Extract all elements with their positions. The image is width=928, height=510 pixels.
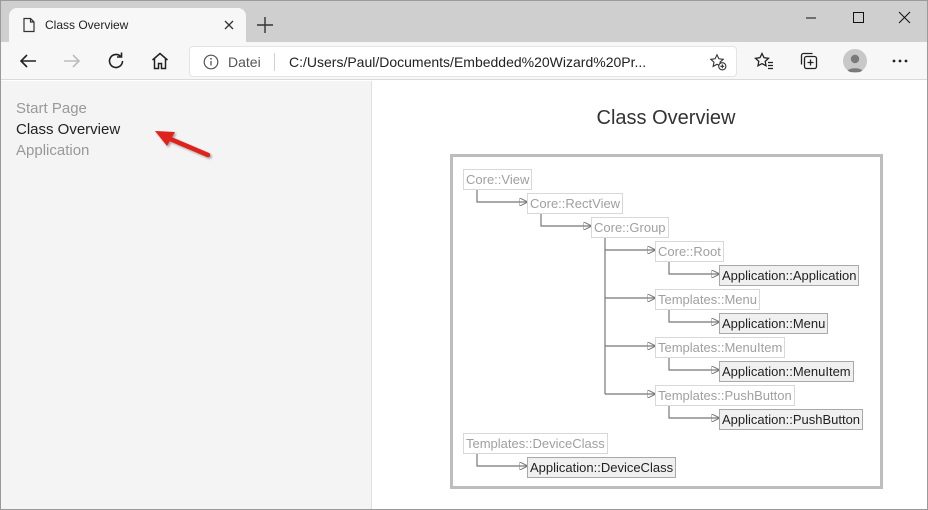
maximize-icon[interactable] xyxy=(835,5,881,31)
class-node-core-root[interactable]: Core::Root xyxy=(655,241,724,262)
class-diagram: Core::View Core::RectView Core::Group Co… xyxy=(450,154,883,489)
class-node-application-deviceclass[interactable]: Application::DeviceClass xyxy=(527,457,677,478)
address-url[interactable]: C:/Users/Paul/Documents/Embedded%20Wizar… xyxy=(289,54,647,70)
collections-icon[interactable] xyxy=(798,50,820,72)
address-divider xyxy=(274,53,275,71)
class-node-templates-menu[interactable]: Templates::Menu xyxy=(655,289,760,310)
nav-class-overview[interactable]: Class Overview xyxy=(16,121,121,138)
tab-bar: Class Overview xyxy=(1,1,927,42)
nav-application[interactable]: Application xyxy=(16,142,90,159)
annotation-arrow-icon xyxy=(155,131,211,158)
page-title: Class Overview xyxy=(596,107,736,129)
add-favorite-icon[interactable] xyxy=(709,53,727,71)
info-icon[interactable] xyxy=(203,54,219,70)
class-node-application-application[interactable]: Application::Application xyxy=(719,265,860,286)
address-bar[interactable]: Datei C:/Users/Paul/Documents/Embedded%2… xyxy=(189,46,737,77)
close-tab-icon[interactable] xyxy=(220,16,238,34)
nav-start-page[interactable]: Start Page xyxy=(16,100,87,117)
main-content: Class Overview xyxy=(373,81,927,509)
profile-avatar[interactable] xyxy=(843,49,867,73)
document-icon xyxy=(23,17,35,33)
class-node-core-rectview[interactable]: Core::RectView xyxy=(527,193,624,214)
forward-icon[interactable] xyxy=(61,50,83,72)
class-node-application-pushbutton[interactable]: Application::PushButton xyxy=(719,409,864,430)
back-icon[interactable] xyxy=(17,50,39,72)
class-node-templates-pushbutton[interactable]: Templates::PushButton xyxy=(655,385,795,406)
more-menu-icon[interactable] xyxy=(889,50,911,72)
refresh-icon[interactable] xyxy=(105,50,127,72)
tab-class-overview[interactable]: Class Overview xyxy=(9,8,246,42)
class-node-core-view[interactable]: Core::View xyxy=(463,169,533,190)
diagram-connectors xyxy=(476,190,880,486)
address-scheme: Datei xyxy=(228,54,261,70)
class-node-application-menuitem[interactable]: Application::MenuItem xyxy=(719,361,854,382)
close-window-icon[interactable] xyxy=(881,5,927,31)
class-node-templates-menuitem[interactable]: Templates::MenuItem xyxy=(655,337,786,358)
user-icon xyxy=(846,54,864,72)
favorites-icon[interactable] xyxy=(753,50,775,72)
class-node-application-menu[interactable]: Application::Menu xyxy=(719,313,829,334)
page-sidebar: Start Page Class Overview Application xyxy=(1,81,372,509)
minimize-icon[interactable] xyxy=(788,5,834,31)
home-icon[interactable] xyxy=(149,50,171,72)
new-tab-icon[interactable] xyxy=(255,15,275,35)
class-node-core-group[interactable]: Core::Group xyxy=(591,217,669,238)
tab-title: Class Overview xyxy=(45,18,129,32)
class-node-templates-deviceclass[interactable]: Templates::DeviceClass xyxy=(463,433,608,454)
browser-toolbar: Datei C:/Users/Paul/Documents/Embedded%2… xyxy=(1,42,927,80)
